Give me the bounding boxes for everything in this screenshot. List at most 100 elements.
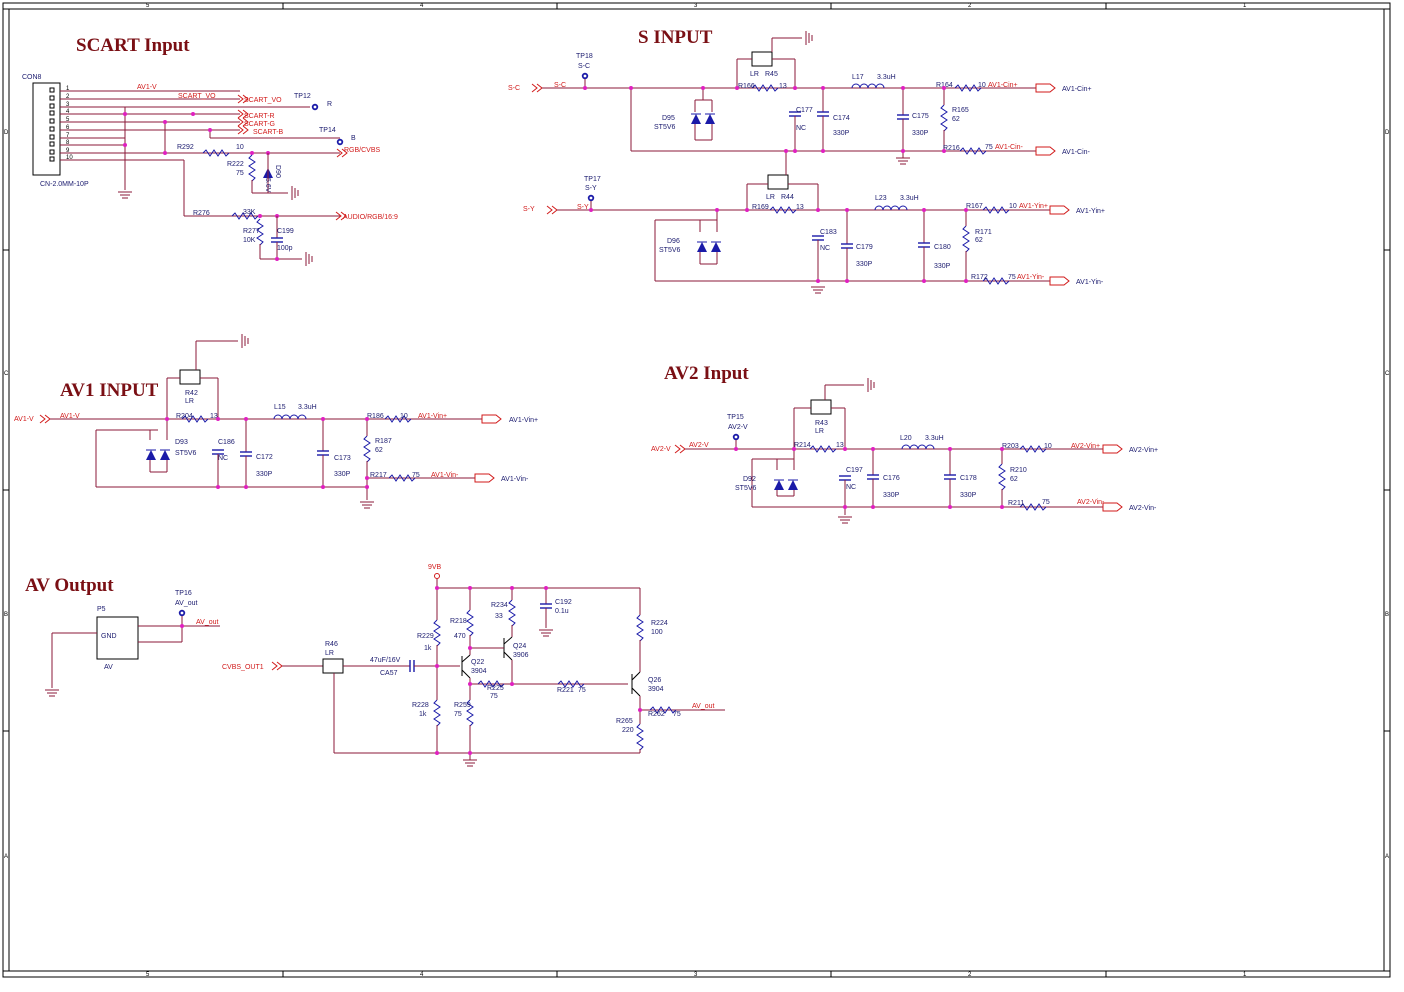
- con8-pin-pad: [49, 134, 55, 140]
- col-label: 2: [968, 3, 972, 9]
- port-av1-vin-minus: AV1-Vin-: [501, 476, 529, 483]
- r45-ref: R45: [765, 71, 778, 78]
- port-av2-vin-minus: AV2-Vin-: [1129, 505, 1157, 512]
- net-av-out: AV_out: [196, 619, 218, 626]
- con8-pin: 8: [66, 140, 70, 146]
- r186-value: 10: [400, 413, 408, 420]
- r276-ref: R276: [193, 210, 210, 217]
- r166-ref: R166: [738, 83, 755, 90]
- tp12-net: R: [327, 101, 332, 108]
- tp18-ref: TP18: [576, 53, 593, 60]
- con8-pin-pad: [49, 110, 55, 116]
- col-label: 5: [146, 972, 150, 978]
- net-rgb-cvbs: RGB/CVBS: [344, 147, 381, 154]
- d90-ref: D90: [274, 165, 281, 178]
- c179-value: 330P: [856, 261, 873, 268]
- ca57-value: 47uF/16V: [370, 657, 401, 664]
- con8-pin-pad: [49, 126, 55, 132]
- c199-ref: C199: [277, 228, 294, 235]
- net-av1-cin-minus: AV1-Cin-: [995, 144, 1024, 151]
- port-scart-g: SCART-G: [244, 121, 275, 128]
- l15-value: 3.3uH: [298, 404, 317, 411]
- r224-value: 100: [651, 629, 663, 636]
- r210-ref: R210: [1010, 467, 1027, 474]
- r218-value: 470: [454, 633, 466, 640]
- s-c-input: S-C: [508, 85, 520, 92]
- net-av1-v: AV1-V: [60, 413, 80, 420]
- con8-pin-pad: [49, 103, 55, 109]
- c177-value: NC: [796, 125, 806, 132]
- con8-connector: [32, 82, 61, 176]
- r46-ref: R46: [325, 641, 338, 648]
- net-av1-cin-plus: AV1-Cin+: [988, 82, 1018, 89]
- c180-ref: C180: [934, 244, 951, 251]
- s-input-section: S-C S-C TP18 S-C D95 ST5V6 R45 LR R166 1…: [508, 30, 1105, 294]
- d95-value: ST5V6: [654, 124, 676, 131]
- p5-ref: P5: [97, 606, 106, 613]
- con8-footprint: CN-2.0MM-10P: [40, 181, 89, 188]
- col-label: 5: [146, 3, 150, 9]
- r221-value: 75: [578, 687, 586, 694]
- ca57-ref: CA57: [380, 670, 398, 677]
- net-av2-v: AV2-V: [689, 442, 709, 449]
- r186-ref: R186: [367, 413, 384, 420]
- r203-ref: R203: [1002, 443, 1019, 450]
- net-av1-vin-plus: AV1-Vin+: [418, 413, 447, 420]
- col-label: 3: [694, 3, 698, 9]
- d93-ref: D93: [175, 439, 188, 446]
- r210-value: 62: [1010, 476, 1018, 483]
- r204-value: 13: [210, 413, 218, 420]
- c173-value: 330P: [334, 471, 351, 478]
- title-scart-input: SCART Input: [76, 35, 190, 56]
- r187-ref: R187: [375, 438, 392, 445]
- s-y-input: S-Y: [523, 206, 535, 213]
- q24-value: 3906: [513, 652, 529, 659]
- con8-pin: 1: [66, 86, 70, 92]
- q22-ref: Q22: [471, 659, 484, 666]
- net-av2-vin-plus: AV2-Vin+: [1071, 443, 1100, 450]
- con8-pin: 2: [66, 94, 70, 100]
- c199-value: 100p: [277, 245, 293, 252]
- r292-ref: R292: [177, 144, 194, 151]
- r44-value: LR: [766, 194, 775, 201]
- col-label: 1: [1243, 972, 1247, 978]
- r224-ref: R224: [651, 620, 668, 627]
- r259-ref: R259: [454, 702, 471, 709]
- d90-value: 5.6V: [264, 178, 271, 193]
- q26-ref: Q26: [648, 677, 661, 684]
- c178-ref: C178: [960, 475, 977, 482]
- l17-value: 3.3uH: [877, 74, 896, 81]
- r169-ref: R169: [752, 204, 769, 211]
- con8-ref: CON8: [22, 74, 42, 81]
- con8-pin-pad: [49, 149, 55, 155]
- tp12-ref: TP12: [294, 93, 311, 100]
- c197-ref: C197: [846, 467, 863, 474]
- title-s-input: S INPUT: [638, 27, 713, 48]
- r164-ref: R164: [936, 82, 953, 89]
- r216-value: 75: [985, 144, 993, 151]
- r262-ref: R262: [648, 711, 665, 718]
- row-label: B: [1385, 612, 1389, 618]
- r166-value: 13: [779, 83, 787, 90]
- p5-value: AV: [104, 664, 113, 671]
- r234-value: 33: [495, 613, 503, 620]
- r165-value: 62: [952, 116, 960, 123]
- r46-value: LR: [325, 650, 334, 657]
- tp17-net: S-Y: [585, 185, 597, 192]
- net-av1-yin-plus: AV1-Yin+: [1019, 203, 1048, 210]
- r42-value: LR: [185, 398, 194, 405]
- con8-pin: 7: [66, 133, 70, 139]
- port-av1-cin-plus: AV1-Cin+: [1062, 86, 1092, 93]
- con8-pin-pad: [49, 118, 55, 124]
- row-label: A: [1385, 854, 1389, 860]
- q24-ref: Q24: [513, 643, 526, 650]
- l23-value: 3.3uH: [900, 195, 919, 202]
- port-av1-cin-minus: AV1-Cin-: [1062, 149, 1091, 156]
- tp15-ref: TP15: [727, 414, 744, 421]
- row-label: A: [4, 854, 8, 860]
- l23-ref: L23: [875, 195, 887, 202]
- title-av-output: AV Output: [25, 575, 114, 596]
- con8-pin-pad: [49, 87, 55, 93]
- r164-value: 10: [978, 82, 986, 89]
